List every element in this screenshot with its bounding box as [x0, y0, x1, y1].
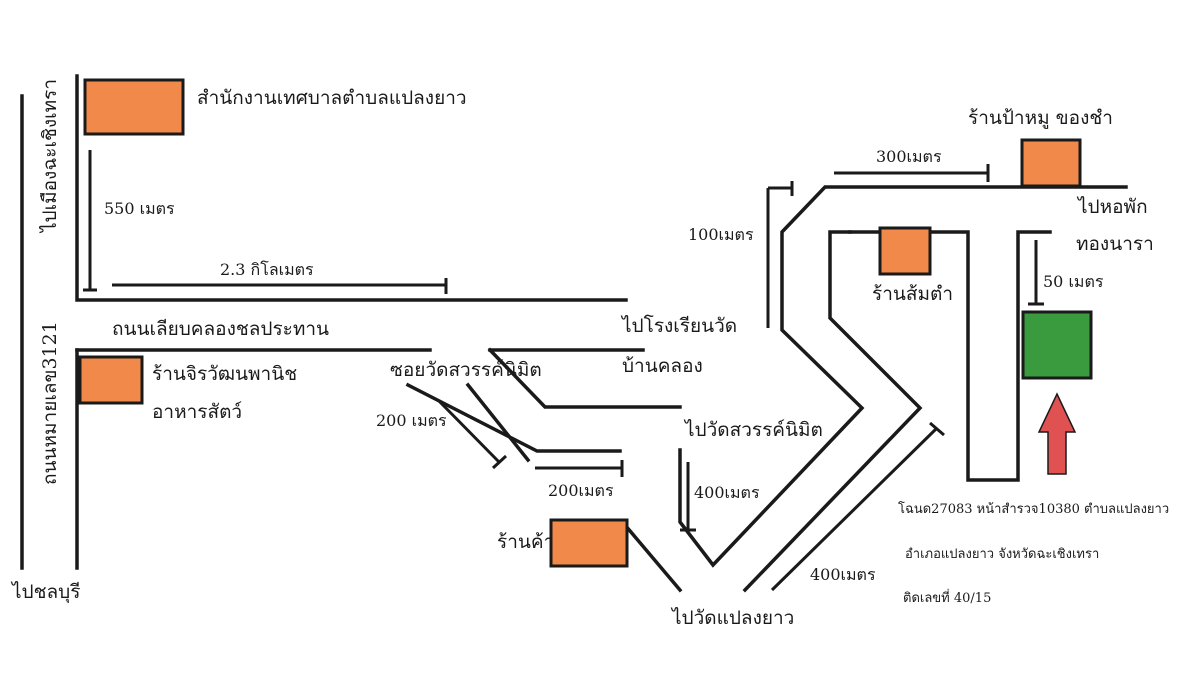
label-somtam-shop: ร้านส้มตำ — [872, 283, 953, 305]
somtam-shop-building — [878, 226, 932, 276]
municipal-office-building — [83, 78, 185, 136]
feed-shop-building — [78, 355, 144, 405]
marker-100m — [766, 181, 794, 328]
marker-400m-b — [770, 421, 945, 592]
address-line-1: โฉนด27083 หน้าสำรวจ10380 ตำบลแปลงยาว — [898, 501, 1169, 517]
label-100m: 100เมตร — [688, 225, 754, 244]
label-to-dorm-1: ไปหอพัก — [1076, 196, 1148, 218]
soi-wat-sawan-nimit — [405, 347, 683, 593]
trader-shop-building — [549, 518, 629, 568]
address-line-2: อำเภอแปลงยาว จังหวัดฉะเชิงเทรา — [905, 547, 1099, 562]
label-400m-b: 400เมตร — [810, 565, 876, 584]
label-to-wat-sawan: ไปวัดสวรรค์นิมิต — [683, 419, 823, 441]
label-to-chachoengsao: ไปเมืองฉะเชิงเทรา — [39, 79, 61, 234]
label-offering-shop: ร้านป้าหมู ของชำ — [968, 107, 1113, 129]
label-to-school-2: บ้านคลอง — [622, 355, 703, 377]
marker-200m-b — [535, 460, 624, 477]
label-50m: 50 เมตร — [1043, 272, 1104, 291]
marker-2-3km — [112, 278, 448, 294]
highway-3121 — [20, 74, 628, 570]
label-feed-shop-1: ร้านจิรวัฒนพานิช — [152, 363, 297, 385]
label-300m: 300เมตร — [876, 147, 942, 166]
marker-550m — [83, 150, 97, 292]
offering-shop-building — [1020, 138, 1082, 188]
label-to-wat-plaeng: ไปวัดแปลงยาว — [670, 607, 794, 629]
label-200m-b: 200เมตร — [548, 481, 614, 500]
label-to-chonburi: ไปชลบุรี — [10, 581, 80, 604]
label-municipal-office: สำนักงานเทศบาลตำบลแปลงยาว — [197, 87, 467, 109]
destination-arrow-icon — [1037, 392, 1077, 475]
label-to-dorm-2: ทองนารา — [1076, 233, 1154, 255]
marker-50m — [1028, 240, 1044, 306]
label-400m-a: 400เมตร — [694, 483, 760, 502]
label-to-school-1: ไปโรงเรียนวัด — [620, 314, 737, 337]
address-line-3: ติดเลขที่ 40/15 — [903, 589, 991, 606]
label-soi-wat: ซอยวัดสวรรค์นิมิต — [390, 359, 542, 381]
label-trader-shop: ร้านค้า — [497, 531, 554, 553]
label-feed-shop-2: อาหารสัตว์ — [152, 401, 242, 423]
label-route-3121: ถนนหมายเลข3121 — [39, 321, 61, 485]
label-canal-road: ถนนเลียบคลองชลประทาน — [112, 318, 329, 340]
winding-road — [678, 185, 1128, 593]
marker-300m — [834, 164, 990, 182]
destination-plot — [1021, 310, 1093, 380]
label-550m: 550 เมตร — [104, 199, 175, 218]
marker-200m-a — [436, 398, 508, 470]
label-200m-a: 200 เมตร — [376, 411, 447, 430]
label-2-3km: 2.3 กิโลเมตร — [220, 260, 314, 279]
